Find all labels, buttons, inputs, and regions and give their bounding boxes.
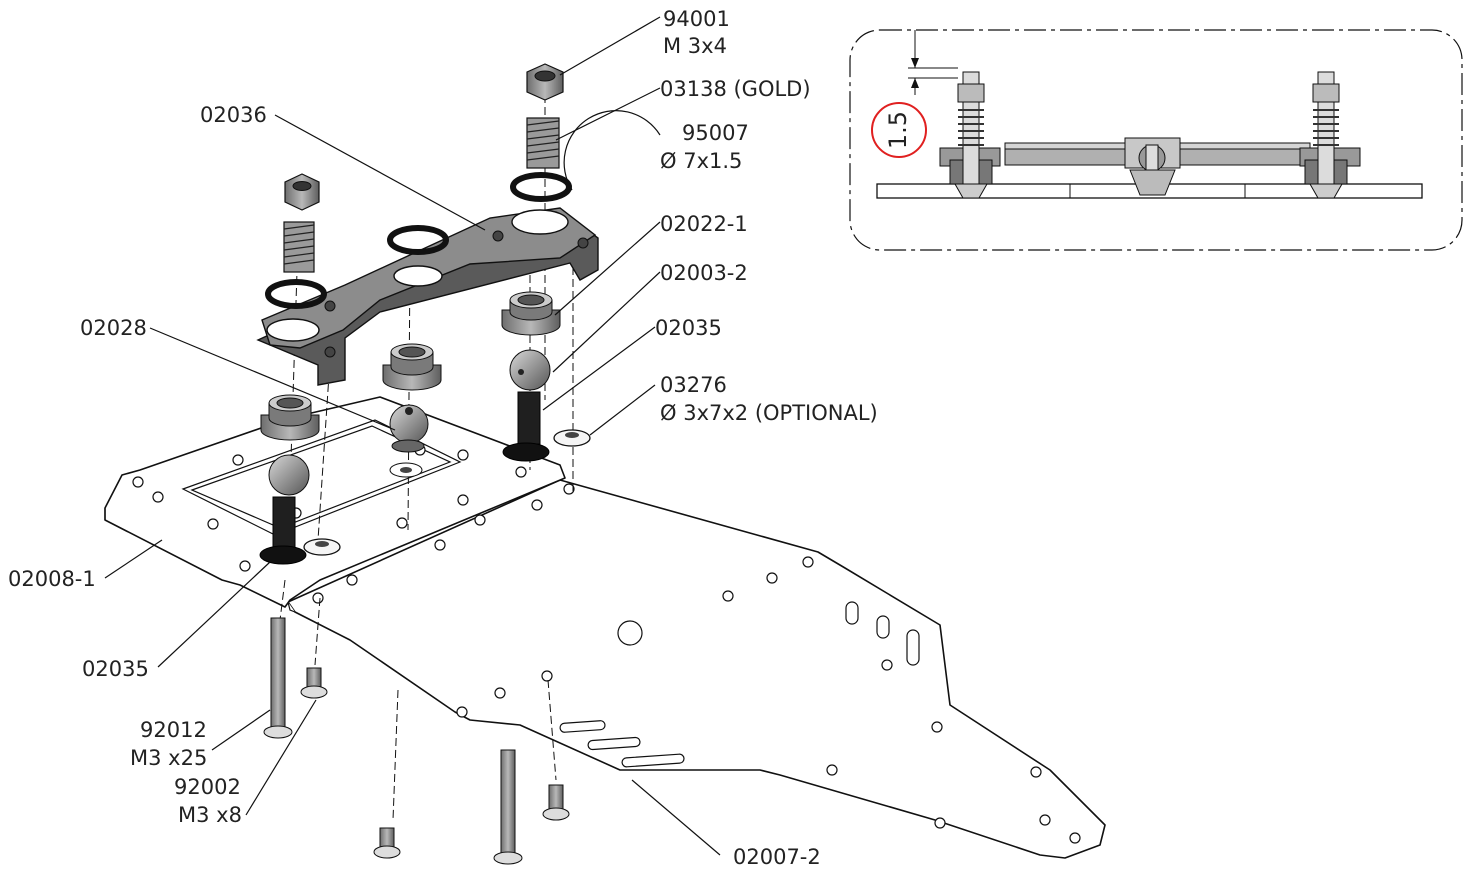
leader-lines [104, 16, 721, 856]
chassis-plate [287, 479, 1106, 859]
screw-short-bottom-right [542, 784, 570, 821]
label-upper-plate: 02008-1 [8, 567, 96, 591]
o-rings [265, 172, 572, 309]
label-screw-long: 92012 [140, 718, 207, 742]
pivot-pin-right [502, 391, 550, 462]
label-screw-short-size: M3 x8 [178, 803, 242, 827]
ball-cup-stack [389, 439, 425, 478]
label-spring: 03138 (GOLD) [660, 77, 811, 101]
spring-left [283, 221, 315, 273]
label-screw-short: 92002 [174, 775, 241, 799]
bridge-part [256, 207, 599, 386]
detail-section-view: 1.5 [849, 29, 1463, 251]
label-screw-long-size: M3 x25 [130, 746, 207, 770]
screw-long-bottom [493, 749, 523, 865]
label-bushing: 02022-1 [660, 212, 748, 236]
label-oring-size: Ø 7x1.5 [660, 149, 742, 173]
label-nut-size: M 3x4 [663, 34, 727, 58]
label-chassis: 02007-2 [733, 845, 821, 869]
label-pivot-right: 02035 [655, 316, 722, 340]
label-oring: 95007 [682, 121, 749, 145]
label-pivot-left: 02035 [82, 657, 149, 681]
label-washer: 03276 [660, 373, 727, 397]
label-ball-cup: 02028 [80, 316, 147, 340]
label-nut: 94001 [663, 7, 730, 31]
dimension-value: 1.5 [884, 111, 912, 149]
screw-short-bottom-left [373, 827, 401, 859]
label-washer-size: Ø 3x7x2 (OPTIONAL) [660, 401, 878, 425]
label-bridge: 02036 [200, 103, 267, 127]
screw-short-left [300, 667, 328, 699]
locknut-left [284, 173, 320, 211]
upper-plate [104, 396, 566, 608]
screw-long-left [263, 617, 293, 739]
part-labels: 94001 M 3x4 03138 (GOLD) 02036 95007 Ø 7… [8, 7, 878, 869]
spring-right [526, 117, 560, 169]
label-ball: 02003-2 [660, 261, 748, 285]
washers [303, 429, 591, 556]
pivot-balls [268, 349, 551, 496]
locknut-right [526, 63, 564, 101]
pivot-pin-left [259, 496, 307, 565]
dimension-highlight-circle [871, 102, 927, 158]
bushings [260, 291, 561, 441]
